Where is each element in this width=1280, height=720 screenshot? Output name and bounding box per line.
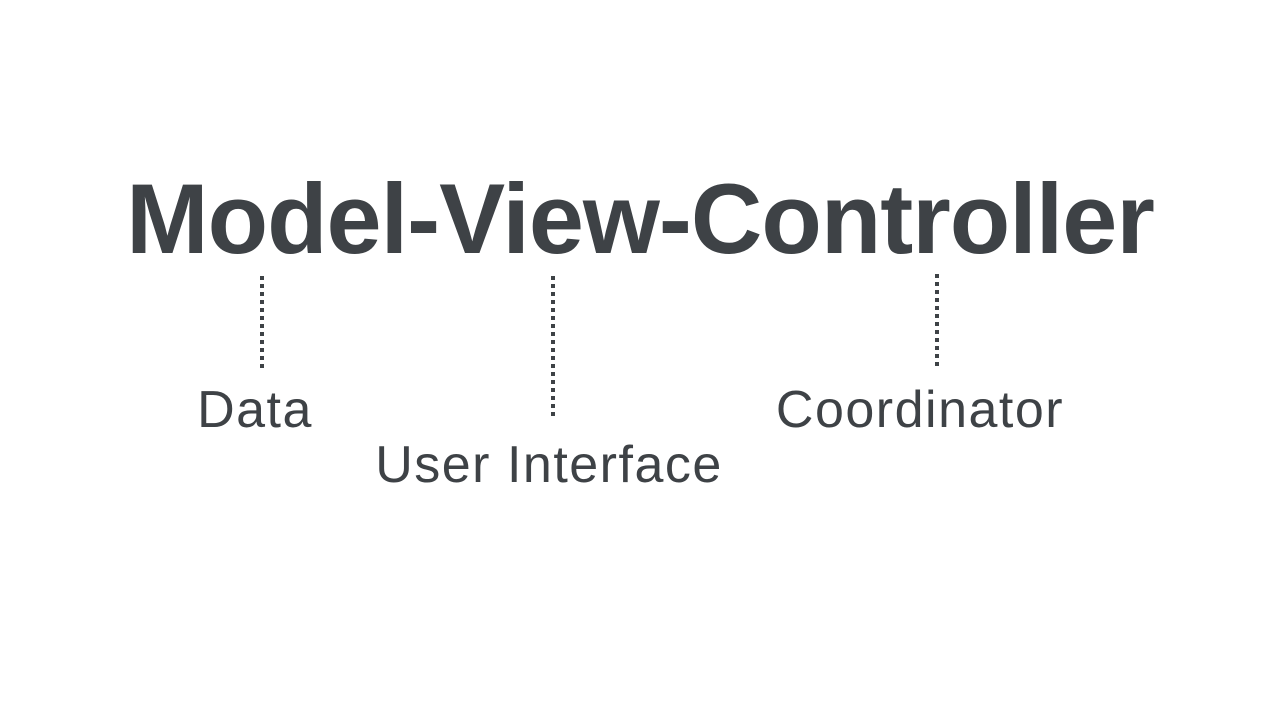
controller-dotted-connector-line	[935, 274, 939, 369]
model-dotted-connector-line	[260, 276, 264, 369]
view-dotted-connector-line	[551, 276, 555, 419]
view-annotation-label: User Interface	[375, 436, 723, 494]
model-annotation-label: Data	[197, 381, 313, 439]
slide-title: Model-View-Controller	[126, 163, 1155, 274]
controller-annotation-label: Coordinator	[775, 381, 1065, 439]
